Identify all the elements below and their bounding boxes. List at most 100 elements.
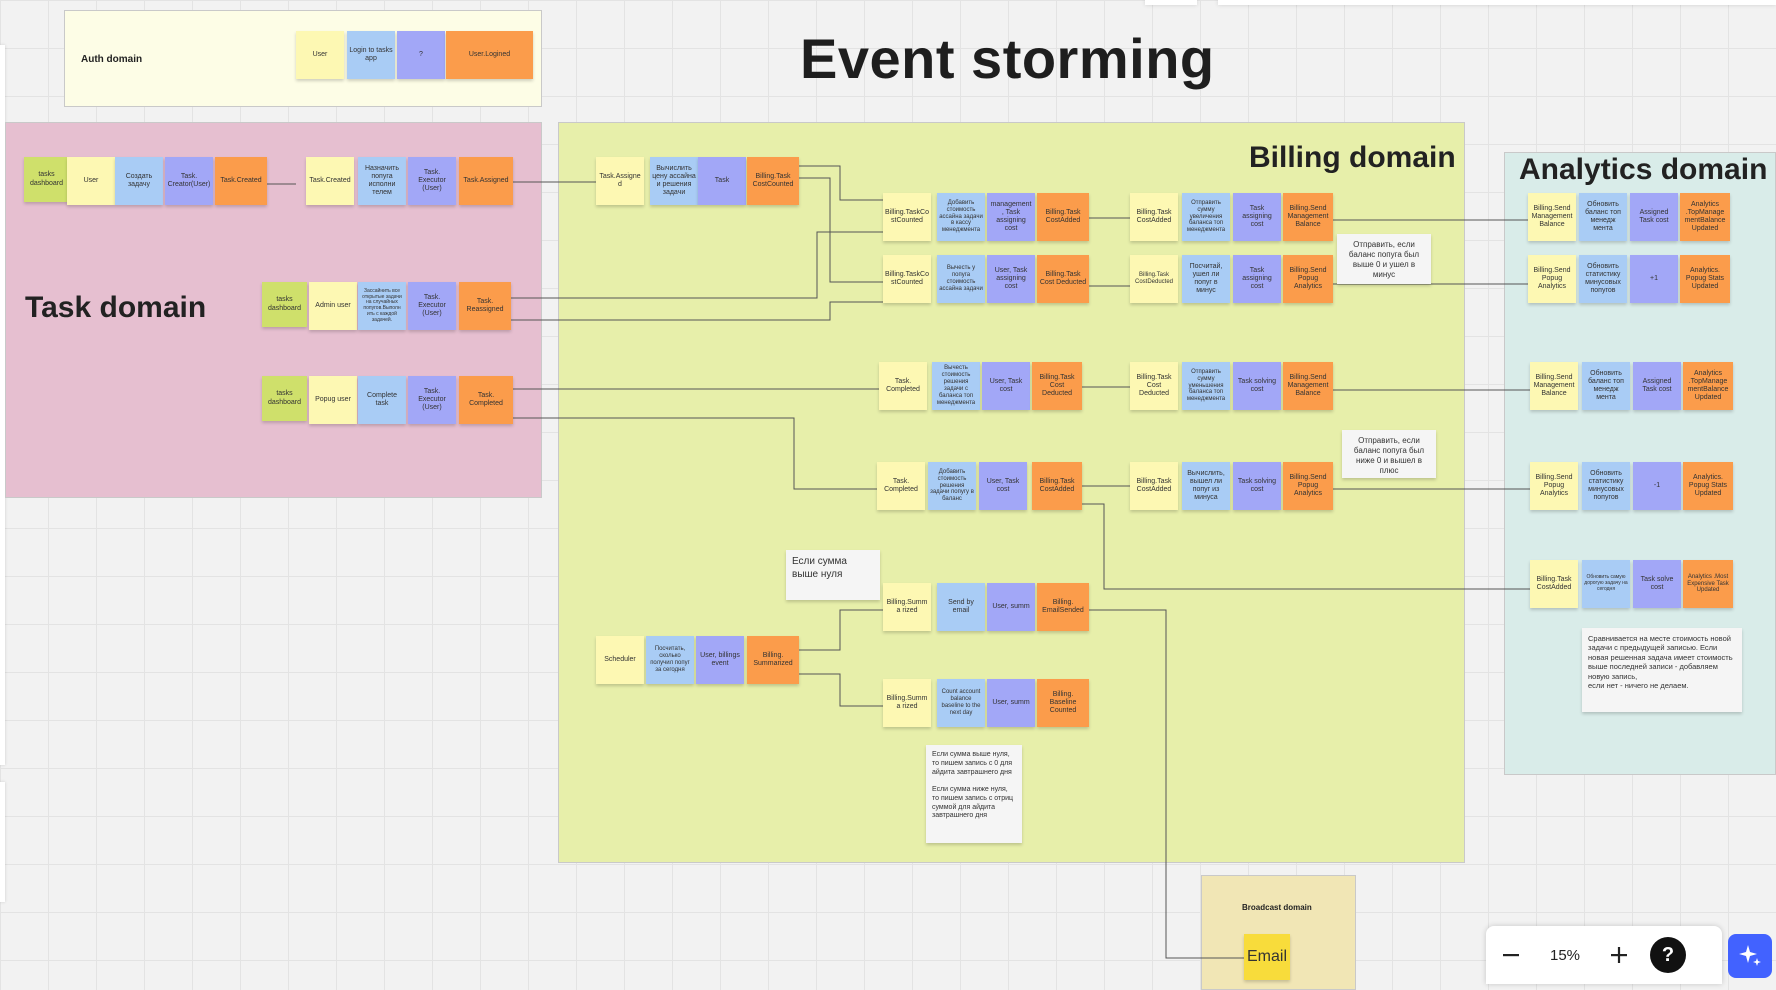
billing-command-sticky[interactable]: Отправить сумму увеличения баланса топ м… <box>1182 193 1230 241</box>
billing-event-input-sticky[interactable]: Billing.Task CostDeducted <box>1130 255 1178 303</box>
billing-command-sticky[interactable]: Вычесть у попуга стоимость ассайна задач… <box>937 255 985 303</box>
analytics-event-input-sticky[interactable]: Billing.Send Management Balance <box>1530 362 1578 410</box>
analytics-command-sticky[interactable]: Обновить баланс топ менедж мента <box>1579 193 1627 241</box>
billing-aggregate-sticky[interactable]: User, Task assigning cost <box>987 255 1035 303</box>
task-actor-sticky[interactable]: User <box>67 157 115 205</box>
billing-aggregate-sticky[interactable]: Task solving cost <box>1233 462 1281 510</box>
billing-command-sticky[interactable]: Вычислить цену ассайна и решения задачи <box>650 157 698 205</box>
zoom-out-button[interactable] <box>1486 935 1536 975</box>
billing-event-input-sticky[interactable]: Billing.TaskCo stCounted <box>883 255 931 303</box>
billing-aggregate-sticky[interactable]: User, summ <box>987 679 1035 727</box>
billing-event-sticky[interactable]: Billing. EmailSended <box>1037 583 1089 631</box>
analytics-aggregate-sticky[interactable]: -1 <box>1633 462 1681 510</box>
billing-event-sticky[interactable]: Billing.Send Popug Analytics <box>1283 255 1333 303</box>
scheduler-actor-sticky[interactable]: Scheduler <box>596 636 644 684</box>
analytics-event-input-sticky[interactable]: Billing.Send Management Balance <box>1528 193 1576 241</box>
billing-aggregate-sticky[interactable]: User, Task cost <box>982 362 1030 410</box>
analytics-event-input-sticky[interactable]: Billing.Send Popug Analytics <box>1528 255 1576 303</box>
billing-event-input-sticky[interactable]: Billing.Task CostAdded <box>1130 193 1178 241</box>
note-plus-balance[interactable]: Отправить, если баланс попуга был ниже 0… <box>1342 430 1436 478</box>
billing-command-sticky[interactable]: Добавить стоимость ассайна задачи в касс… <box>937 193 985 241</box>
billing-command-sticky[interactable]: Вычислить, вышел ли попуг из минуса <box>1182 462 1230 510</box>
billing-command-sticky[interactable]: Вычесть стоимость решения задачи с балан… <box>932 362 980 410</box>
analytics-event-sticky[interactable]: Analytics .TopManage mentBalance Updated <box>1680 193 1730 241</box>
billing-event-input-sticky[interactable]: Task.Assigned <box>596 157 644 205</box>
analytics-command-sticky[interactable]: Обновить статистику минусовых попугов <box>1579 255 1627 303</box>
billing-aggregate-sticky[interactable]: User, billings event <box>696 636 744 684</box>
task-readmodel-sticky[interactable]: tasks dashboard <box>262 376 307 421</box>
billing-command-sticky[interactable]: Отправить сумму уменьшения баланса топ м… <box>1182 362 1230 410</box>
billing-event-input-sticky[interactable]: Billing.Summa rized <box>883 583 931 631</box>
analytics-event-sticky[interactable]: Analytics. Popug Stats Updated <box>1680 255 1730 303</box>
task-aggregate-sticky[interactable]: Task. Executor (User) <box>408 157 456 205</box>
billing-aggregate-sticky[interactable]: Task assigning cost <box>1233 255 1281 303</box>
note-analytics-compare[interactable]: Сравнивается на месте стоимость новой за… <box>1582 628 1742 712</box>
ai-assist-button[interactable] <box>1728 934 1772 978</box>
task-actor-sticky[interactable]: Popug user <box>309 376 357 424</box>
auth-actor-sticky[interactable]: User <box>296 31 344 79</box>
task-event-sticky[interactable]: Task. Reassigned <box>459 282 511 330</box>
task-command-sticky[interactable]: Complete task <box>358 376 406 424</box>
broadcast-email-sticky[interactable]: Email <box>1244 934 1290 980</box>
task-event-sticky[interactable]: Task. Completed <box>459 376 513 424</box>
task-event-sticky[interactable]: Task.Assigned <box>459 157 513 205</box>
billing-command-sticky[interactable]: Count account balance baseline to the ne… <box>937 679 985 727</box>
analytics-event-input-sticky[interactable]: Billing.Task CostAdded <box>1530 560 1578 608</box>
analytics-aggregate-sticky[interactable]: Assigned Task cost <box>1630 193 1678 241</box>
task-event-input-sticky[interactable]: Task.Created <box>306 157 354 205</box>
billing-command-sticky[interactable]: Посчитай, ушел ли попуг в минус <box>1182 255 1230 303</box>
analytics-command-sticky[interactable]: Обновить статистику минусовых попугов <box>1582 462 1630 510</box>
billing-event-sticky[interactable]: Billing.Send Management Balance <box>1283 362 1333 410</box>
billing-command-sticky[interactable]: Посчитать, сколько получил попуг за сего… <box>646 636 694 684</box>
note-minus-balance[interactable]: Отправить, если баланс попуга был выше 0… <box>1337 234 1431 284</box>
task-command-sticky[interactable]: Назначить попуга исполни телем <box>358 157 406 205</box>
billing-event-sticky[interactable]: Billing.Task CostAdded <box>1032 462 1082 510</box>
task-aggregate-sticky[interactable]: Task. Executor (User) <box>408 376 456 424</box>
task-event-sticky[interactable]: Task.Created <box>215 157 267 205</box>
billing-event-sticky[interactable]: Billing. Summarized <box>747 636 799 684</box>
note-sum-above-zero[interactable]: Если сумма выше нуля <box>786 550 880 600</box>
note-baseline[interactable]: Если сумма выше нуля, то пишем запись с … <box>926 745 1022 843</box>
auth-command-sticky[interactable]: Login to tasks app <box>347 31 395 79</box>
auth-aggregate-sticky[interactable]: ? <box>397 31 445 79</box>
billing-aggregate-sticky[interactable]: User, Task cost <box>979 462 1027 510</box>
task-readmodel-sticky[interactable]: tasks dashboard <box>24 157 69 202</box>
billing-event-sticky[interactable]: Billing.Send Popug Analytics <box>1283 462 1333 510</box>
task-aggregate-sticky[interactable]: Task. Creator(User) <box>165 157 213 205</box>
analytics-aggregate-sticky[interactable]: +1 <box>1630 255 1678 303</box>
billing-event-sticky[interactable]: Billing. Baseline Counted <box>1037 679 1089 727</box>
analytics-aggregate-sticky[interactable]: Assigned Task cost <box>1633 362 1681 410</box>
analytics-event-sticky[interactable]: Analytics .TopManage mentBalance Updated <box>1683 362 1733 410</box>
task-aggregate-sticky[interactable]: Task. Executor (User) <box>408 282 456 330</box>
zoom-in-button[interactable] <box>1594 935 1644 975</box>
billing-event-sticky[interactable]: Billing.Send Management Balance <box>1283 193 1333 241</box>
task-command-sticky[interactable]: Зассайнить все открытые задачи на случай… <box>358 282 406 330</box>
billing-event-input-sticky[interactable]: Billing.Task CostAdded <box>1130 462 1178 510</box>
billing-event-input-sticky[interactable]: Billing.TaskCo stCounted <box>883 193 931 241</box>
billing-event-input-sticky[interactable]: Task. Completed <box>877 462 925 510</box>
analytics-aggregate-sticky[interactable]: Task solve cost <box>1633 560 1681 608</box>
billing-event-sticky[interactable]: Billing.Task CostAdded <box>1037 193 1089 241</box>
billing-aggregate-sticky[interactable]: User, summ <box>987 583 1035 631</box>
task-readmodel-sticky[interactable]: tasks dashboard <box>262 282 307 327</box>
auth-event-sticky[interactable]: User.Logined <box>446 31 533 79</box>
billing-event-sticky[interactable]: Billing.Task CostCounted <box>747 157 799 205</box>
billing-event-sticky[interactable]: Billing.Task Cost Deducted <box>1037 255 1089 303</box>
billing-aggregate-sticky[interactable]: Task solving cost <box>1233 362 1281 410</box>
billing-aggregate-sticky[interactable]: management , Task assigning cost <box>987 193 1035 241</box>
billing-aggregate-sticky[interactable]: Task <box>698 157 746 205</box>
task-actor-sticky[interactable]: Admin user <box>309 282 357 330</box>
analytics-command-sticky[interactable]: Обновить баланс топ менедж мента <box>1582 362 1630 410</box>
billing-event-sticky[interactable]: Billing.Task Cost Deducted <box>1032 362 1082 410</box>
billing-event-input-sticky[interactable]: Billing.Task Cost Deducted <box>1130 362 1178 410</box>
billing-event-input-sticky[interactable]: Task. Completed <box>879 362 927 410</box>
analytics-event-sticky[interactable]: Analytics .Most Expensive Task Updated <box>1683 560 1733 608</box>
billing-event-input-sticky[interactable]: Billing.Summa rized <box>883 679 931 727</box>
analytics-event-input-sticky[interactable]: Billing.Send Popug Analytics <box>1530 462 1578 510</box>
billing-command-sticky[interactable]: Добавить стоимость решения задачи попугу… <box>928 462 976 510</box>
task-command-sticky[interactable]: Создать задачу <box>115 157 163 205</box>
analytics-event-sticky[interactable]: Analytics. Popug Stats Updated <box>1683 462 1733 510</box>
billing-aggregate-sticky[interactable]: Task assigning cost <box>1233 193 1281 241</box>
analytics-command-sticky[interactable]: Обновить самую дорогую задачу на сегодня <box>1582 560 1630 608</box>
